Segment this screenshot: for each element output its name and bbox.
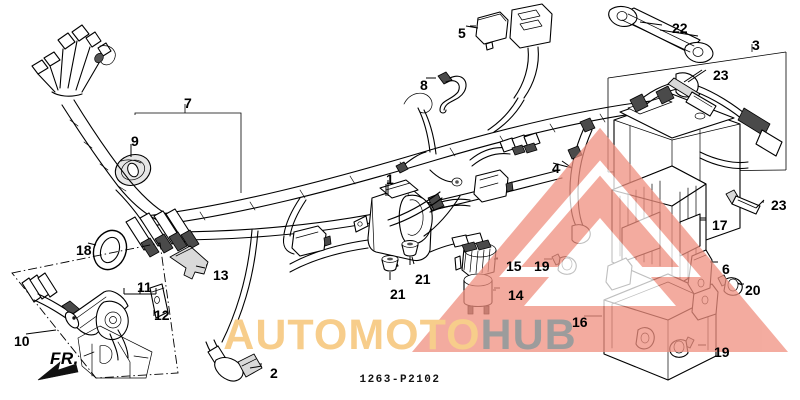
- callout-number-20: 20: [745, 282, 761, 298]
- part-23-bolt-upper: [667, 69, 717, 117]
- callout-number-18: 18: [76, 242, 92, 258]
- part-21-grommet-b: [401, 239, 419, 257]
- callout-number-4: 4: [552, 160, 560, 176]
- part-22-battery-strap: [608, 5, 714, 63]
- callout-number-7: 7: [184, 95, 192, 111]
- part-10-starter-assembly: [11, 242, 179, 381]
- part-11-starter-motor: [64, 290, 129, 341]
- part-2-spark-plug-cap: [205, 339, 263, 382]
- callout-number-1: 1: [386, 171, 394, 187]
- part-9-grommet: [114, 146, 152, 187]
- part-4-battery-cable: [561, 117, 596, 245]
- part-20-bolt: [717, 274, 744, 296]
- callout-number-23: 23: [713, 67, 729, 83]
- callout-number-23: 23: [771, 197, 787, 213]
- front-direction-label: FR.: [50, 349, 79, 368]
- callout-number-21: 21: [415, 271, 431, 287]
- harness-terminal-fan-lower: [429, 232, 492, 253]
- callout-number-2: 2: [270, 365, 278, 381]
- callout-number-9: 9: [131, 133, 139, 149]
- callout-number-19: 19: [534, 258, 550, 274]
- part-13-clip: [169, 245, 209, 280]
- part-12-bracket: [149, 283, 169, 319]
- callout-number-22: 22: [672, 20, 688, 36]
- callout-number-21: 21: [390, 286, 406, 302]
- callout-number-19: 19: [714, 344, 730, 360]
- part-8-wire-clamp: [430, 71, 467, 114]
- harness-lower-connector: [291, 225, 332, 257]
- part-18-o-ring: [92, 229, 128, 271]
- callout-number-14: 14: [508, 287, 524, 303]
- callout-number-12: 12: [154, 307, 170, 323]
- callout-number-8: 8: [420, 77, 428, 93]
- callout-number-16: 16: [572, 314, 588, 330]
- callout-number-3: 3: [752, 37, 760, 53]
- part-14-relay: [463, 273, 496, 315]
- harness-main-connector: [487, 3, 553, 133]
- callout-number-11: 11: [137, 279, 152, 295]
- callout-number-13: 13: [213, 267, 229, 283]
- callout-number-6: 6: [722, 261, 730, 277]
- part-19-bolt-a: [546, 253, 577, 275]
- part-5-relay: [470, 11, 509, 51]
- callout-number-17: 17: [712, 217, 728, 233]
- callout-bracket-7: [134, 104, 242, 193]
- part-21-grommet-a: [381, 254, 399, 272]
- diagram-part-number: 1263-P2102: [359, 374, 441, 386]
- harness-branch-terminals-left: [115, 189, 200, 258]
- callout-number-5: 5: [458, 25, 466, 41]
- front-direction-arrow: [37, 361, 79, 381]
- callout-number-10: 10: [14, 333, 30, 349]
- callout-number-15: 15: [506, 258, 522, 274]
